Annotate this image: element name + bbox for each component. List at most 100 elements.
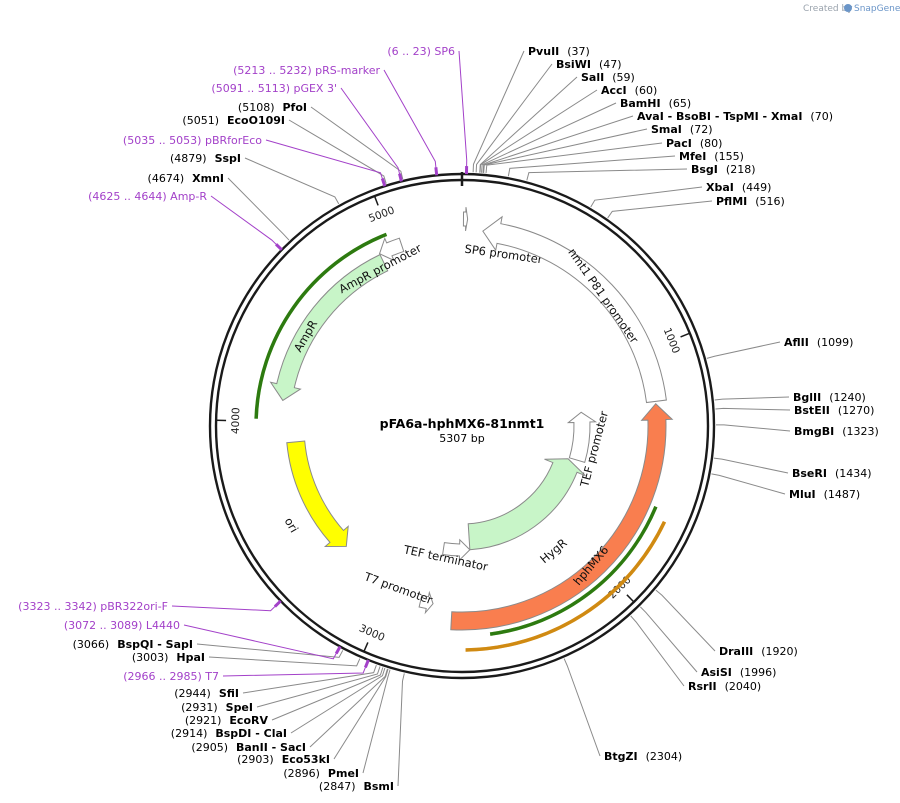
enzyme-label[interactable]: BtgZI(2304) xyxy=(604,750,682,763)
enzyme-label[interactable]: MfeI(155) xyxy=(679,150,744,163)
enzyme-name: AsiSI xyxy=(701,666,732,679)
enzyme-name: XmnI xyxy=(192,172,224,185)
enzyme-label[interactable]: BamHI(65) xyxy=(620,97,691,110)
map-title: pFA6a-hphMX6-81nmt1 xyxy=(380,416,545,431)
enzyme-label[interactable]: BsiWI(47) xyxy=(556,58,622,71)
primer-marker xyxy=(334,645,342,655)
hygr-label: HygR xyxy=(537,536,570,566)
enzyme-label[interactable]: (2921)EcoRV xyxy=(185,714,269,727)
leader-line xyxy=(458,50,468,171)
primer-label[interactable]: (5213 .. 5232) pRS-marker xyxy=(233,64,380,77)
enzyme-label[interactable]: (2903)Eco53kI xyxy=(237,753,330,766)
enzyme-label[interactable]: PacI(80) xyxy=(666,137,722,150)
leader-line xyxy=(242,664,377,694)
primer-marker xyxy=(464,166,469,175)
enzyme-label[interactable]: DraIII(1920) xyxy=(719,645,798,658)
enzyme-label[interactable]: (2905)BanII - SacI xyxy=(191,741,306,754)
hphmx6-feature[interactable] xyxy=(450,402,674,631)
tef-promoter-feature[interactable] xyxy=(566,411,598,463)
leader-line xyxy=(171,603,279,612)
enzyme-label[interactable]: (2914)BspDI - ClaI xyxy=(171,727,287,740)
enzyme-label[interactable]: (5051)EcoO109I xyxy=(182,114,285,127)
enzyme-label[interactable]: (2944)SfiI xyxy=(174,687,239,700)
enzyme-name: XbaI xyxy=(706,181,734,194)
leader-line xyxy=(475,63,553,173)
leader-line xyxy=(208,656,361,667)
enzyme-label[interactable]: AvaI - BsoBI - TspMI - XmaI(70) xyxy=(637,110,833,123)
enzyme-label[interactable]: BsgI(218) xyxy=(691,163,756,176)
credit-prefix: Created by xyxy=(803,4,853,14)
enzyme-label[interactable]: (3066)BspQI - SapI xyxy=(73,638,193,651)
enzyme-position: (1920) xyxy=(761,645,798,658)
enzyme-position: (1996) xyxy=(740,666,777,679)
enzyme-label[interactable]: (4879)SspI xyxy=(170,152,241,165)
primer-label[interactable]: (5035 .. 5053) pBRforEco xyxy=(123,134,262,147)
enzyme-label[interactable]: RsrII (2040) xyxy=(688,680,761,693)
ampr-feature[interactable] xyxy=(269,253,389,402)
primer-label[interactable]: (5091 .. 5113) pGEX 3' xyxy=(211,82,337,95)
enzyme-label[interactable]: SmaI(72) xyxy=(651,123,713,136)
ampr-promoter-feature[interactable] xyxy=(378,236,405,262)
tef-terminator-feature[interactable] xyxy=(442,538,471,562)
primer-marker xyxy=(380,178,387,187)
sp6-promoter-feature[interactable] xyxy=(462,207,469,232)
tick-label: 4000 xyxy=(230,407,243,434)
enzyme-label[interactable]: BstEII(1270) xyxy=(794,404,874,417)
leader-line xyxy=(479,76,578,173)
primer-label[interactable]: (2966 .. 2985) T7 xyxy=(123,670,219,683)
enzyme-label[interactable]: (3003)HpaI xyxy=(132,651,205,664)
enzyme-label[interactable]: (5108)PfoI xyxy=(238,101,307,114)
enzyme-position: (218) xyxy=(726,163,756,176)
primer-label[interactable]: (4625 .. 4644) Amp-R xyxy=(88,190,207,203)
enzyme-label[interactable]: AsiSI (1996) xyxy=(701,666,776,679)
enzyme-position: (2040) xyxy=(725,680,762,693)
enzyme-label[interactable]: BseRI(1434) xyxy=(792,467,872,480)
enzyme-position: (1099) xyxy=(817,336,854,349)
snapgene-logo-icon xyxy=(844,4,852,12)
tick-label: 5000 xyxy=(367,204,396,225)
enzyme-name: SmaI xyxy=(651,123,682,136)
enzyme-label[interactable]: BglII(1240) xyxy=(793,391,866,404)
leader-line xyxy=(309,668,388,748)
hygr-feature[interactable] xyxy=(467,458,586,551)
enzyme-position: (65) xyxy=(669,97,692,110)
enzyme-label[interactable]: PvuII(37) xyxy=(528,45,590,58)
enzyme-label[interactable]: BmgBI(1323) xyxy=(794,425,879,438)
t7-promoter-feature[interactable] xyxy=(418,590,434,615)
enzyme-position: (2847) xyxy=(319,780,356,793)
ori-feature[interactable] xyxy=(286,440,349,548)
enzyme-name: HpaI xyxy=(176,651,205,664)
enzyme-name: AflII xyxy=(784,336,809,349)
enzyme-label[interactable]: AccI(60) xyxy=(601,84,657,97)
primer-label[interactable]: (3072 .. 3089) L4440 xyxy=(64,619,180,632)
tick-mark xyxy=(373,195,379,206)
enzyme-label[interactable]: PflMI(516) xyxy=(716,195,785,208)
enzyme-name: RsrII xyxy=(688,680,717,693)
enzyme-position: (1240) xyxy=(829,391,866,404)
enzyme-label[interactable]: (4674) XmnI xyxy=(148,172,224,185)
leader-line xyxy=(481,102,617,173)
primer-label[interactable]: (6 .. 23) SP6 xyxy=(387,45,455,58)
leader-line xyxy=(362,669,391,774)
enzyme-label[interactable]: AflII (1099) xyxy=(784,336,853,349)
enzyme-label[interactable]: (2931)SpeI xyxy=(181,701,253,714)
enzyme-name: AvaI - BsoBI - TspMI - XmaI xyxy=(637,110,802,123)
enzyme-label[interactable]: (2896)PmeI xyxy=(283,767,359,780)
tick-mark xyxy=(363,642,369,652)
enzyme-label[interactable]: SalI(59) xyxy=(581,71,635,84)
enzyme-position: (2304) xyxy=(646,750,683,763)
enzyme-name: PflMI xyxy=(716,195,747,208)
leader-line xyxy=(713,457,789,474)
enzyme-position: (4674) xyxy=(148,172,185,185)
enzyme-name: MluI xyxy=(789,488,816,501)
enzyme-label[interactable]: XbaI(449) xyxy=(706,181,771,194)
enzyme-label[interactable]: (2847)BsmI xyxy=(319,780,394,793)
nmt1-p81-promoter-feature[interactable] xyxy=(482,215,667,404)
leader-line xyxy=(397,673,405,787)
leader-line xyxy=(482,115,634,173)
leader-line xyxy=(590,186,703,208)
tick-label: 1000 xyxy=(661,326,682,355)
enzyme-label[interactable]: MluI(1487) xyxy=(789,488,860,501)
primer-label[interactable]: (3323 .. 3342) pBR322ori-F xyxy=(18,600,168,613)
enzyme-position: (2914) xyxy=(171,727,208,740)
